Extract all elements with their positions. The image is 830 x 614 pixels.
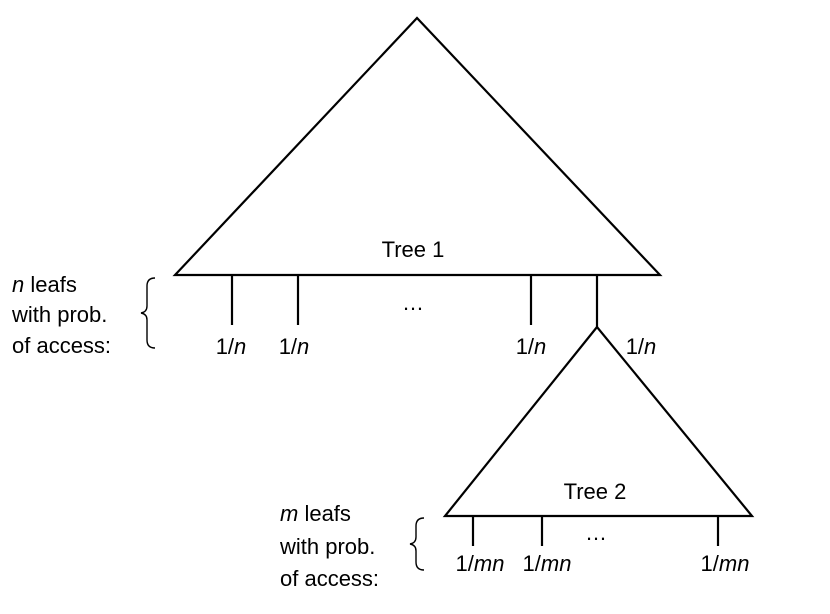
tree-2-leaf-prob: 1/mn (456, 551, 505, 576)
tree-2-label: Tree 2 (564, 479, 627, 504)
tree-2-ellipsis: … (585, 520, 607, 545)
tree-1-leaf-brace (140, 277, 156, 349)
tree-1-leaf-prob: 1/n (216, 334, 247, 359)
tree-1-leaf-desc-line-1: n leafs (12, 272, 77, 297)
tree-1-triangle (172, 16, 663, 277)
tree-1-leaf-prob: 1/n (279, 334, 310, 359)
tree-1-leaf-prob: 1/n (626, 334, 657, 359)
tree-2-leaf-desc-line-2: with prob. (279, 534, 375, 559)
tree-1-leaf-desc-line-2: with prob. (11, 302, 107, 327)
tree-2-leaf-prob: 1/mn (701, 551, 750, 576)
tree-2-triangle (442, 325, 755, 518)
tree-1-leaf-desc-line-3: of access: (12, 333, 111, 358)
tree-2-leaf-brace (409, 517, 425, 571)
tree-1-leaf-prob: 1/n (516, 334, 547, 359)
tree-2-leaf-desc-line-1: m leafs (280, 501, 351, 526)
tree-1-ellipsis: … (402, 290, 424, 315)
tree-2-leaf-desc-line-3: of access: (280, 566, 379, 591)
tree-2-leaf-prob: 1/mn (523, 551, 572, 576)
tree-1-label: Tree 1 (382, 237, 445, 262)
